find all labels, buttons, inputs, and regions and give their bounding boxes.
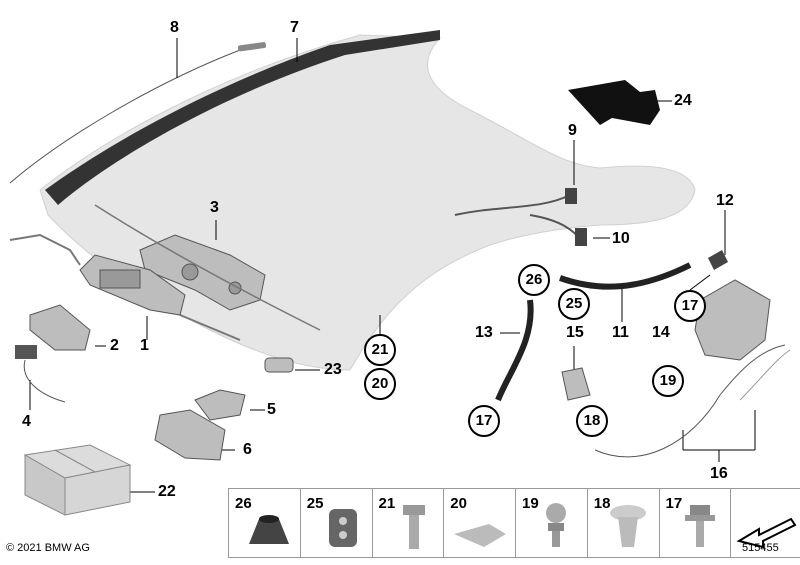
ball-stud-icon xyxy=(546,503,566,547)
legend-cell-arrow xyxy=(731,489,800,557)
callout-16: 16 xyxy=(710,465,728,482)
circled-17-right: 17 xyxy=(674,290,706,322)
circled-17-left: 17 xyxy=(468,405,500,437)
hose-11 xyxy=(559,262,692,290)
hose-13 xyxy=(495,299,534,402)
callout-15: 15 xyxy=(566,324,584,341)
legend-num-17: 17 xyxy=(665,495,683,512)
callout-14: 14 xyxy=(652,324,670,341)
callout-9: 9 xyxy=(568,122,577,139)
circled-26: 26 xyxy=(518,264,550,296)
legend-num-20: 20 xyxy=(450,495,467,512)
reservoir-14 xyxy=(694,279,771,361)
legend-num-21: 21 xyxy=(378,495,396,512)
legend-cell-25: 25 xyxy=(301,489,373,557)
callout-5: 5 xyxy=(267,401,276,418)
arrow-icon xyxy=(736,517,797,549)
legend-num-19: 19 xyxy=(522,495,539,512)
circled-19: 19 xyxy=(652,365,684,397)
box-22 xyxy=(23,444,132,516)
callout-8: 8 xyxy=(170,19,179,36)
callout-10: 10 xyxy=(612,230,630,247)
callout-4: 4 xyxy=(22,413,31,430)
diagram-number: 515455 xyxy=(742,542,779,554)
legend-cell-19: 19 xyxy=(516,489,588,557)
plate-6 xyxy=(154,409,226,461)
valve-15 xyxy=(561,367,591,401)
cable-9 xyxy=(454,194,571,216)
callout-3: 3 xyxy=(210,199,219,216)
fitting-12 xyxy=(708,250,728,270)
callout-7: 7 xyxy=(290,19,299,36)
latch-plate-3 xyxy=(94,204,321,331)
callout-22: 22 xyxy=(158,483,176,500)
copyright: © 2021 BMW AG xyxy=(6,542,90,554)
legend-num-25: 25 xyxy=(306,495,324,512)
legend-cell-21: 21 xyxy=(373,489,445,557)
expanding-rivet-icon xyxy=(609,505,646,547)
circled-25: 25 xyxy=(558,288,590,320)
legend-cell-26: 26 xyxy=(229,489,301,557)
cable-8 xyxy=(9,49,241,184)
screw-icon xyxy=(684,505,715,547)
bracket-5 xyxy=(194,389,246,421)
motor-2 xyxy=(29,304,91,351)
pad-24 xyxy=(568,80,660,125)
grommet-icon xyxy=(249,515,289,544)
cable-8-end xyxy=(237,42,267,52)
legend-cell-17: 17 xyxy=(660,489,732,557)
legend-cell-20: 20 xyxy=(444,489,516,557)
callout-23: 23 xyxy=(324,361,342,378)
legend-num-18: 18 xyxy=(593,495,611,512)
pin-23 xyxy=(264,357,294,373)
pad-icon xyxy=(454,524,507,547)
legend-num-26: 26 xyxy=(235,495,252,512)
circled-21: 21 xyxy=(364,334,396,366)
callout-1: 1 xyxy=(140,337,149,354)
callout-13: 13 xyxy=(475,324,493,341)
clip-icon xyxy=(328,509,357,547)
callout-2: 2 xyxy=(110,337,119,354)
circled-20: 20 xyxy=(364,368,396,400)
sensor-4 xyxy=(15,345,66,403)
callout-12: 12 xyxy=(716,192,734,209)
motor-assembly-1 xyxy=(9,233,241,341)
small-parts-legend: 26 25 21 20 19 18 17 xyxy=(228,488,800,558)
bolt-icon xyxy=(402,505,425,549)
callout-24: 24 xyxy=(674,92,692,109)
cable-16 xyxy=(594,344,786,458)
callout-11: 11 xyxy=(612,324,629,341)
circled-18: 18 xyxy=(576,405,608,437)
callout-6: 6 xyxy=(243,441,252,458)
legend-cell-18: 18 xyxy=(588,489,660,557)
